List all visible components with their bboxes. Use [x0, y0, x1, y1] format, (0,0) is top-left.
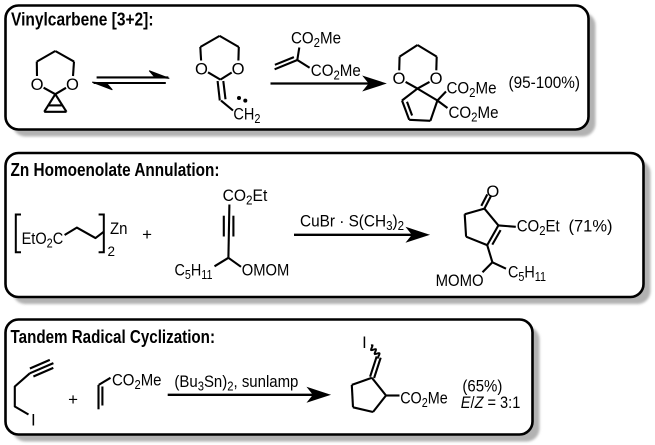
svg-text:C5​H11​: C5​H11​: [175, 261, 213, 283]
svg-text:(71%): (71%): [569, 217, 613, 236]
svg-text:EtO2​C: EtO2​C: [22, 229, 64, 251]
svg-text:+: +: [142, 225, 152, 244]
svg-text:O: O: [66, 75, 79, 94]
svg-text:O: O: [232, 59, 245, 78]
svg-text:(95-100%): (95-100%): [509, 73, 581, 92]
svg-text:CO2​Et: CO2​Et: [517, 217, 560, 239]
svg-text:OMOM: OMOM: [242, 261, 289, 280]
svg-text:O: O: [195, 59, 208, 78]
svg-text:(Bu3​Sn)2​, sunlamp: (Bu3​Sn)2​, sunlamp: [174, 372, 298, 394]
svg-text:O: O: [486, 182, 499, 201]
svg-text:E/Z = 3:1: E/Z = 3:1: [461, 393, 521, 412]
svg-text:2: 2: [108, 244, 116, 259]
svg-text:CO2​Me: CO2​Me: [311, 61, 361, 83]
svg-text:MOMO: MOMO: [436, 271, 484, 290]
svg-text:CO2​Me: CO2​Me: [291, 29, 341, 51]
svg-text:(65%): (65%): [462, 376, 502, 395]
svg-text:I: I: [362, 334, 367, 352]
svg-text:CO2​Me: CO2​Me: [449, 103, 499, 125]
svg-text:C5​H11​: C5​H11​: [508, 263, 546, 285]
svg-text:CH2​: CH2​: [233, 104, 260, 126]
svg-text:CO2​Me: CO2​Me: [400, 388, 448, 410]
svg-text:CuBr · S(CH3​)2​: CuBr · S(CH3​)2​: [300, 211, 404, 233]
svg-text:I: I: [31, 411, 36, 430]
svg-text:Tandem Radical Cyclization:: Tandem Radical Cyclization:: [11, 326, 216, 347]
svg-text:CO2​Me: CO2​Me: [447, 79, 497, 101]
svg-text:CO2​Me: CO2​Me: [112, 370, 162, 392]
svg-text:O: O: [393, 69, 406, 88]
svg-text:Vinylcarbene [3+2]:: Vinylcarbene [3+2]:: [11, 9, 154, 30]
svg-text:O: O: [430, 69, 443, 88]
svg-text:O: O: [31, 75, 44, 94]
svg-text:Zn Homoenolate Annulation:: Zn Homoenolate Annulation:: [11, 159, 220, 180]
svg-text:CO2​Et: CO2​Et: [223, 186, 268, 208]
svg-text:Zn: Zn: [110, 219, 128, 238]
svg-text:+: +: [68, 390, 78, 409]
